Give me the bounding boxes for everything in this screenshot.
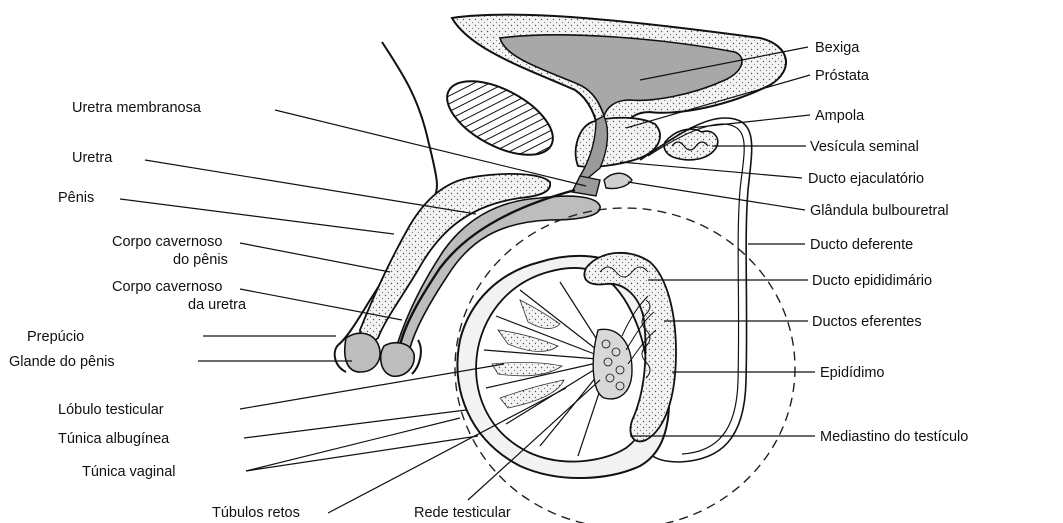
label-corpo-cavernoso-uretra-2: da uretra [188, 297, 247, 313]
label-ducto-epididimario: Ducto epididimário [812, 273, 932, 289]
label-prostata: Próstata [815, 68, 870, 84]
label-rede-testicular: Rede testicular [414, 505, 511, 521]
label-glande: Glande do pênis [9, 354, 115, 370]
labels-right: Bexiga Próstata Ampola Vesícula seminal … [808, 40, 968, 445]
label-tubulos-retos: Túbulos retos [212, 505, 300, 521]
label-prepucio: Prepúcio [27, 329, 84, 345]
label-glandula-bulbouretral: Glândula bulbouretral [810, 203, 949, 219]
label-vesicula-seminal: Vesícula seminal [810, 139, 919, 155]
label-corpo-cavernoso-penis-1: Corpo cavernoso [112, 234, 222, 250]
seminal-vesicle [664, 129, 718, 160]
label-uretra-membranosa: Uretra membranosa [72, 100, 202, 116]
labels-left: Uretra membranosa Uretra Pênis Corpo cav… [9, 100, 511, 521]
label-penis: Pênis [58, 190, 94, 206]
glans-lower [381, 343, 414, 377]
label-mediastino: Mediastino do testículo [820, 429, 968, 445]
label-corpo-cavernoso-uretra-1: Corpo cavernoso [112, 279, 222, 295]
label-ductos-eferentes: Ductos eferentes [812, 314, 922, 330]
label-ampola: Ampola [815, 108, 865, 124]
label-epididimo: Epidídimo [820, 365, 884, 381]
glans-penis [345, 333, 380, 372]
label-bexiga: Bexiga [815, 40, 860, 56]
label-tunica-albuginea: Túnica albugínea [58, 431, 170, 447]
label-corpo-cavernoso-penis-2: do pênis [173, 252, 228, 268]
label-ducto-ejaculatorio: Ducto ejaculatório [808, 171, 924, 187]
label-lobulo: Lóbulo testicular [58, 402, 164, 418]
label-uretra: Uretra [72, 150, 113, 166]
label-tunica-vaginal: Túnica vaginal [82, 464, 176, 480]
label-ducto-deferente: Ducto deferente [810, 237, 913, 253]
bulbourethral-gland [604, 173, 632, 188]
